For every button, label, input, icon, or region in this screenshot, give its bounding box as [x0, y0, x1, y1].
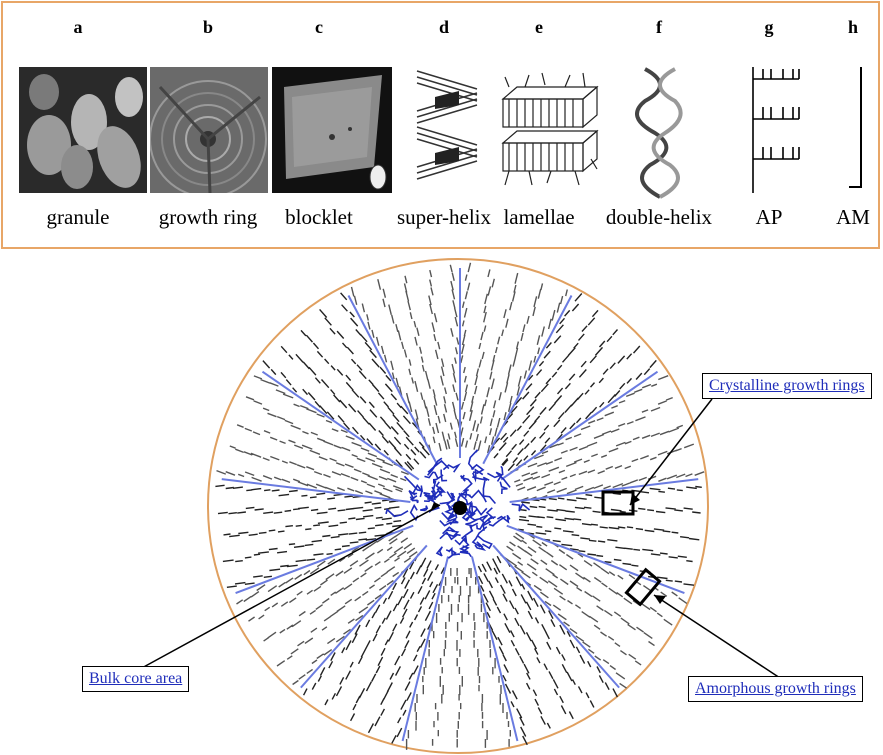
- top-panel: a granule b growth ring c: [1, 1, 880, 249]
- granule-micrograph: [19, 67, 147, 193]
- panel-letter: a: [73, 17, 83, 37]
- callout-label[interactable]: Amorphous growth rings: [695, 680, 856, 697]
- panel-caption: AP: [755, 205, 783, 229]
- panel-caption: AM: [836, 205, 870, 229]
- panel-a: a granule: [13, 3, 147, 247]
- lamellae-drawing: [501, 72, 599, 186]
- blocklet-afm-image: [272, 67, 392, 193]
- panel-letter: b: [202, 17, 213, 37]
- panel-c: c blocklet: [269, 3, 392, 247]
- callout-label[interactable]: Crystalline growth rings: [709, 377, 865, 394]
- panel-g: g AP: [739, 3, 800, 247]
- panel-caption: super-helix: [396, 205, 492, 229]
- panel-caption: granule: [46, 205, 110, 229]
- sector-divider: [492, 544, 620, 689]
- sector-divider: [401, 556, 450, 742]
- sector-divider: [470, 556, 519, 742]
- panel-letter: e: [535, 17, 543, 37]
- growth-ring-branches: [500, 532, 688, 689]
- panel-e: e lamellae: [499, 3, 599, 247]
- growth-ring-micrograph: [150, 67, 268, 193]
- panel-b: b growth ring: [143, 3, 273, 247]
- callout-label[interactable]: Bulk core area: [89, 670, 183, 687]
- sector-divider: [300, 544, 428, 689]
- sector-dividers: [221, 268, 699, 742]
- panel-letter: f: [656, 17, 662, 37]
- growth-ring-branches: [262, 292, 430, 471]
- growth-ring-branches: [302, 553, 446, 744]
- starch-granule-diagram: [139, 258, 781, 754]
- sector-divider: [221, 478, 411, 503]
- double-helix-drawing: [635, 67, 683, 199]
- growth-ring-branches: [459, 262, 568, 454]
- panel-letter: h: [847, 17, 858, 37]
- amylopectin-drawing: [752, 67, 800, 193]
- growth-ring-branches: [477, 555, 619, 746]
- panel-caption: lamellae: [503, 205, 575, 229]
- callout-crystalline-growth-rings[interactable]: Crystalline growth rings: [702, 373, 872, 399]
- amorphous-marker-box: [624, 567, 662, 607]
- sector-divider: [506, 524, 685, 595]
- super-helix-drawing: [416, 70, 478, 180]
- sector-divider: [347, 295, 438, 465]
- panel-caption: growth ring: [158, 205, 258, 229]
- amylose-drawing: [849, 67, 862, 188]
- bulk-core-chains: [385, 449, 531, 559]
- arrowheads: [430, 493, 666, 604]
- sector-divider: [261, 370, 420, 481]
- panel-d: d super-helix: [389, 3, 499, 247]
- callout-amorphous-growth-rings[interactable]: Amorphous growth rings: [688, 676, 863, 702]
- panel-caption: blocklet: [285, 205, 353, 229]
- core-chain-network: [385, 449, 531, 559]
- callout-bulk-core-area[interactable]: Bulk core area: [82, 666, 190, 692]
- panel-h: h AM: [823, 3, 883, 247]
- panel-letter: d: [438, 17, 449, 37]
- growth-ring-branches: [236, 530, 418, 686]
- sector-divider: [235, 524, 414, 595]
- panel-letter: c: [315, 17, 323, 37]
- sector-divider: [482, 295, 573, 465]
- panel-caption: double-helix: [605, 205, 713, 229]
- callout-leaders: [139, 398, 781, 679]
- panel-letter: g: [764, 17, 774, 37]
- hilum-dot: [453, 501, 467, 515]
- sector-divider: [500, 370, 659, 481]
- growth-ring-branches: [215, 484, 402, 588]
- panel-f: f double-helix: [606, 3, 712, 247]
- growth-ring-branches: [405, 568, 511, 750]
